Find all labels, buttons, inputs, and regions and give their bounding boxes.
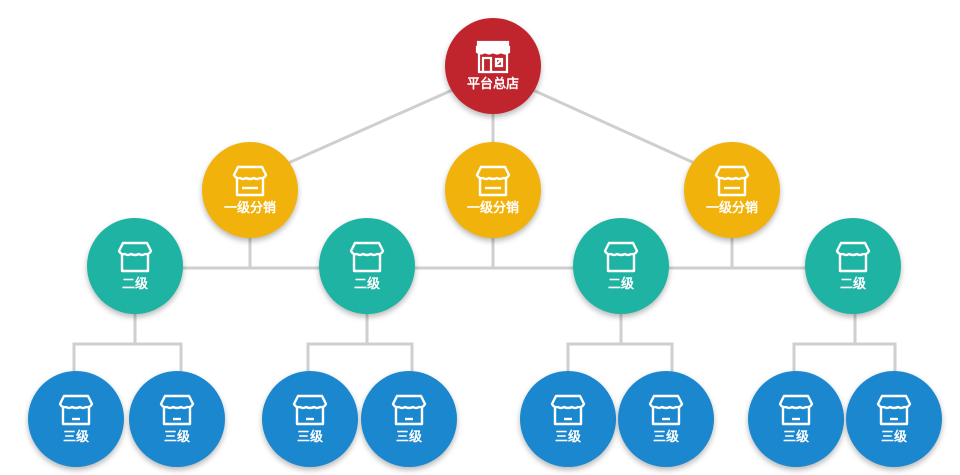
shop-icon <box>835 241 871 272</box>
node-level1-2: 一级分销 <box>445 142 541 238</box>
shop-icon <box>349 241 385 272</box>
node-level1-label: 一级分销 <box>705 200 758 216</box>
storefront-icon <box>475 40 511 73</box>
node-level3-4: 三级 <box>361 371 457 467</box>
node-level2-label: 二级 <box>607 276 634 292</box>
shop-icon <box>58 394 94 425</box>
node-level3-8: 三级 <box>846 371 942 467</box>
node-level2-4: 二级 <box>805 218 901 314</box>
node-level3-5: 三级 <box>520 371 616 467</box>
shop-icon <box>603 241 639 272</box>
node-level3-3: 三级 <box>262 371 358 467</box>
node-root-label: 平台总店 <box>466 76 519 92</box>
node-level3-label: 三级 <box>652 429 679 445</box>
node-level2-label: 二级 <box>353 276 380 292</box>
node-level2-label: 二级 <box>121 276 148 292</box>
node-level3-1: 三级 <box>28 371 124 467</box>
node-level3-label: 三级 <box>62 429 89 445</box>
shop-icon <box>391 394 427 425</box>
node-level2-2: 二级 <box>319 218 415 314</box>
shop-icon <box>714 165 750 196</box>
node-level1-label: 一级分销 <box>466 200 519 216</box>
node-level3-label: 三级 <box>296 429 323 445</box>
node-level3-label: 三级 <box>782 429 809 445</box>
shop-icon <box>778 394 814 425</box>
node-level1-label: 一级分销 <box>223 200 276 216</box>
node-level3-label: 三级 <box>395 429 422 445</box>
node-level3-6: 三级 <box>618 371 714 467</box>
shop-icon <box>475 165 511 196</box>
node-level3-2: 三级 <box>129 371 225 467</box>
node-level3-label: 三级 <box>554 429 581 445</box>
node-level2-label: 二级 <box>839 276 866 292</box>
shop-icon <box>648 394 684 425</box>
shop-icon <box>876 394 912 425</box>
node-level2-3: 二级 <box>573 218 669 314</box>
shop-icon <box>159 394 195 425</box>
node-level3-label: 三级 <box>880 429 907 445</box>
shop-icon <box>232 165 268 196</box>
shop-icon <box>117 241 153 272</box>
node-level1-1: 一级分销 <box>202 142 298 238</box>
node-level3-label: 三级 <box>163 429 190 445</box>
shop-icon <box>292 394 328 425</box>
shop-icon <box>550 394 586 425</box>
node-level3-7: 三级 <box>748 371 844 467</box>
node-level2-1: 二级 <box>87 218 183 314</box>
node-level1-3: 一级分销 <box>684 142 780 238</box>
node-root: 平台总店 <box>445 18 541 114</box>
